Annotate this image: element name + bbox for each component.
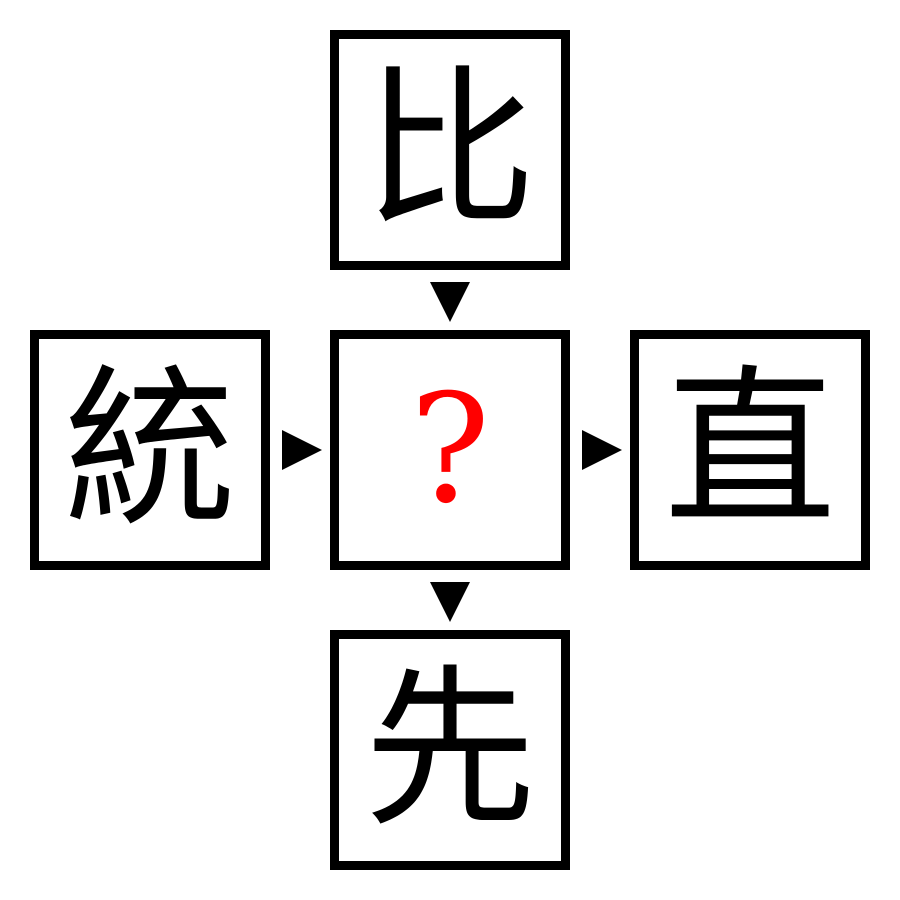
arrow-down-icon — [430, 582, 470, 622]
kanji-box-top: 比 — [330, 30, 570, 270]
arrow-right-icon — [582, 430, 622, 470]
arrow-down-icon — [430, 282, 470, 322]
question-mark: ? — [409, 363, 491, 537]
kanji-box-right: 直 — [630, 330, 870, 570]
arrow-right-icon — [282, 430, 322, 470]
kanji-box-left: 統 — [30, 330, 270, 570]
kanji-box-bottom: 先 — [330, 630, 570, 870]
kanji-right: 直 — [664, 349, 836, 550]
kanji-top: 比 — [364, 49, 536, 250]
kanji-bottom: 先 — [364, 649, 536, 850]
answer-box[interactable]: ? — [330, 330, 570, 570]
kanji-left: 統 — [64, 349, 236, 550]
